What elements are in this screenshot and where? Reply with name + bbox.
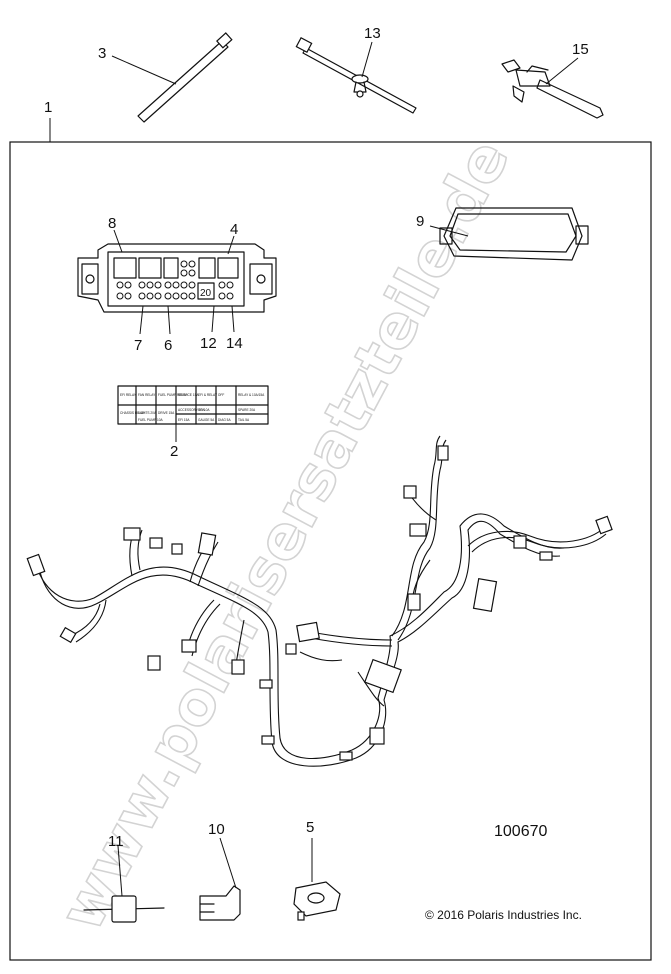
edge-clip-tie-part	[501, 59, 604, 119]
fuse-value-label: 20	[200, 288, 212, 299]
leader-14	[231, 305, 235, 333]
callout-2: 2	[170, 443, 178, 460]
fuse-label-cell-1: EFI RELAY	[120, 393, 137, 397]
callout-15: 15	[572, 41, 589, 58]
fuse-label-cell-10: ACCESSORY 10A	[178, 408, 205, 412]
leader-12	[211, 305, 215, 333]
callout-4: 4	[230, 221, 238, 238]
fuse-label-cell-16: DIAG 5A	[218, 418, 231, 422]
fuse-label-cell-15: GAUGE 5A	[198, 418, 215, 422]
fuse-label: EFI RELAY FAN RELAY FUEL PUMP RELAY SERV…	[117, 385, 269, 425]
fuse-label-cell-13: FUEL PUMP 10A	[138, 418, 163, 422]
fuse-label-cell-12: SPARE 20A	[238, 408, 256, 412]
push-mount-tie-part	[295, 36, 417, 114]
harness-assembly-frame	[9, 141, 652, 961]
figure-ref-number: 100670	[494, 823, 547, 840]
callout-13: 13	[364, 25, 381, 42]
fuse-label-cell-2: FAN RELAY	[138, 393, 156, 397]
callout-labels: 1 2 3 4 5 6 7 8 9 10 11 12 13 14 15	[44, 25, 589, 850]
fuse-label-cell-4: SERVICE 15A	[178, 393, 199, 397]
fuse-label-cell-3: FUEL PUMP RELAY	[158, 393, 188, 397]
fuse-box-cover	[439, 207, 589, 261]
leader-7	[139, 305, 144, 335]
relay-icon	[199, 885, 241, 921]
fuse-box: 20	[77, 243, 277, 313]
leader-9	[429, 225, 469, 237]
leader-3	[111, 55, 177, 85]
callout-1: 1	[44, 99, 52, 116]
callout-3: 3	[98, 45, 106, 62]
callout-12: 12	[200, 335, 217, 352]
leader-10	[219, 837, 237, 889]
harness-connectors	[26, 445, 613, 761]
leader-13	[361, 41, 373, 78]
diode-icon	[83, 895, 165, 923]
fuse-label-cell-17: TAIL 5A	[238, 418, 250, 422]
cable-tie-part	[137, 32, 233, 123]
callout-14: 14	[226, 335, 243, 352]
leader-6	[167, 305, 171, 335]
callout-8: 8	[108, 215, 116, 232]
copyright-text: © 2016 Polaris Industries Inc.	[425, 908, 582, 922]
fuse-label-cell-7: CHASSIS RELAY	[120, 411, 146, 415]
leader-11	[117, 845, 123, 897]
fuse-label-cell-9: DRIVE 15A	[158, 411, 175, 415]
fuse-label-cell-5: EFI & RELAY OFF	[198, 393, 224, 397]
callout-10: 10	[208, 821, 225, 838]
fuse-label-cell-14: EFI 15A	[178, 418, 190, 422]
fuse-label-cell-6: RELAY & 10A/15A	[238, 393, 265, 397]
callout-11: 11	[108, 833, 124, 850]
leader-4	[227, 235, 235, 255]
leader-15	[545, 57, 579, 85]
callout-6: 6	[164, 337, 172, 354]
callout-5: 5	[306, 819, 314, 836]
fuse-label-cell-8: LIGHTS 20A	[138, 411, 157, 415]
fuse-label-cell-11: EFI 10A	[198, 408, 210, 412]
callout-7: 7	[134, 337, 142, 354]
callout-9: 9	[416, 213, 424, 230]
leader-8	[113, 229, 123, 253]
connector-icon	[293, 881, 341, 921]
